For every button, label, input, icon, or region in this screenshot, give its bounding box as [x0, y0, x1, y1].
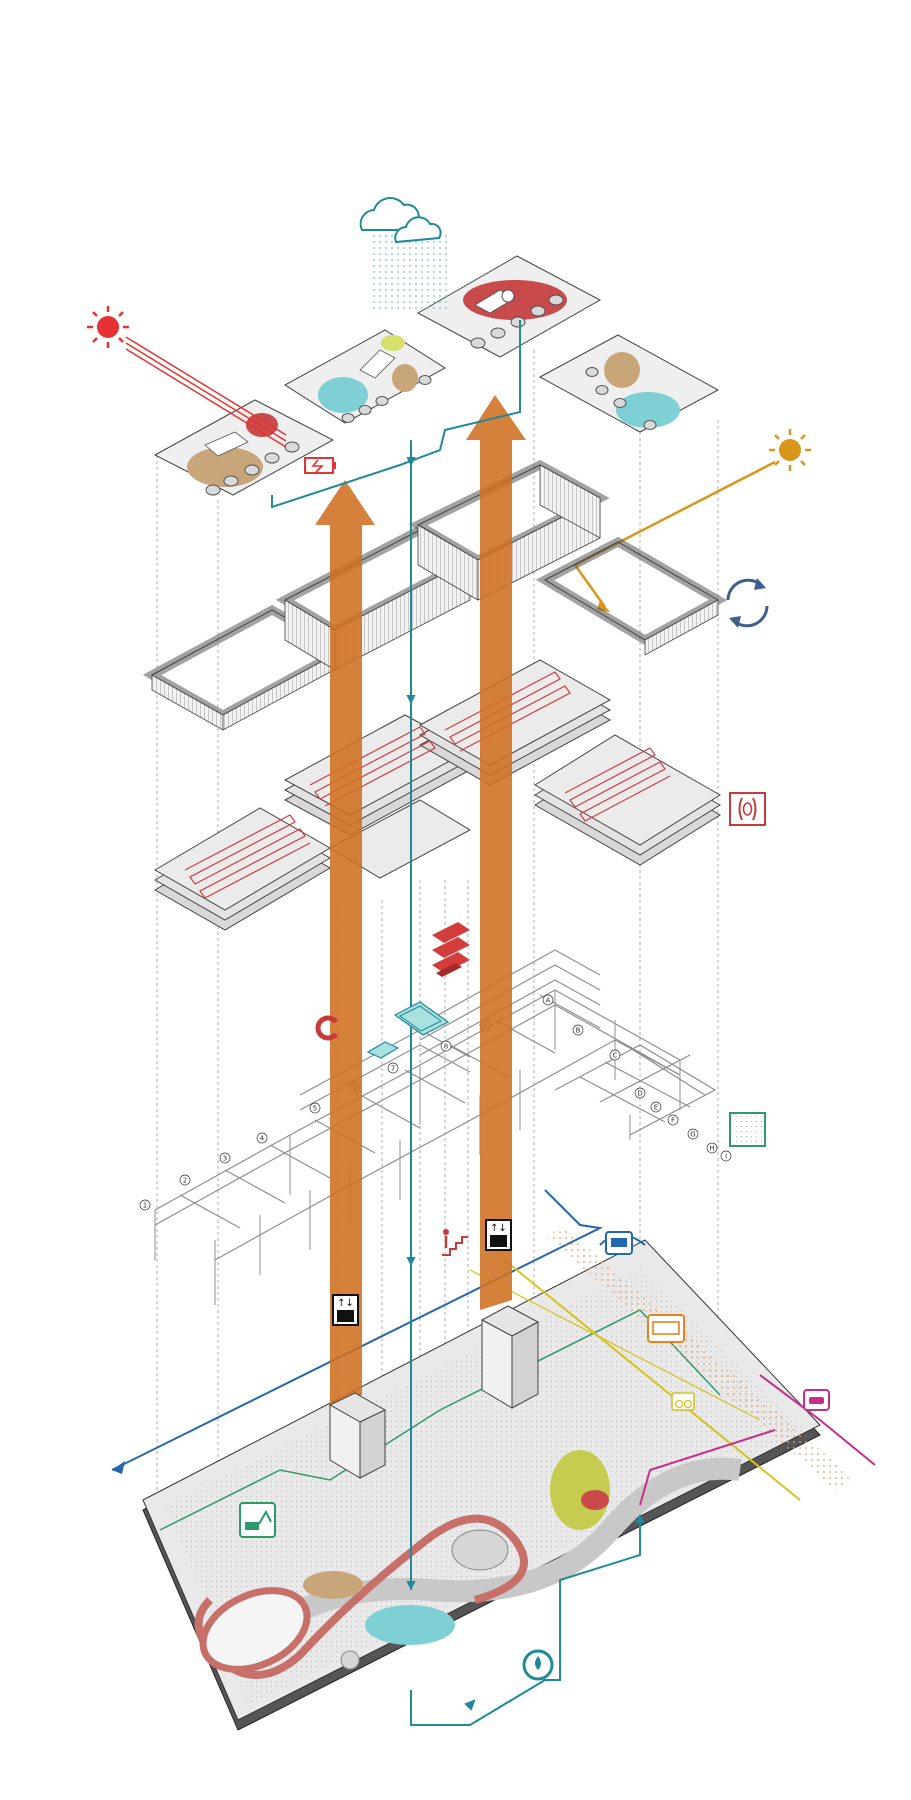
bike-icon — [671, 1392, 695, 1411]
facade-layer — [142, 459, 728, 731]
roof-plate-1 — [153, 399, 335, 496]
texture-material-icon — [729, 1112, 766, 1147]
recycle-icon — [726, 578, 769, 628]
building-core-2 — [480, 1305, 540, 1409]
grid-label-5: 5 — [309, 1102, 321, 1114]
tram-icon — [647, 1314, 685, 1343]
grid-label-text: G — [690, 1131, 695, 1139]
grid-label-f: F — [667, 1114, 679, 1126]
stair-block-icon — [432, 922, 470, 977]
roof-plate-4 — [538, 334, 720, 433]
stairs-person-icon — [442, 1229, 468, 1256]
grid-label-text: A — [546, 997, 551, 1005]
grid-label-b: B — [572, 1024, 584, 1036]
roof-gardens-layer — [153, 255, 720, 496]
floor-heating-coils — [184, 671, 671, 899]
grid-label-4: 4 — [256, 1132, 268, 1144]
grid-label-8: 8 — [440, 1040, 452, 1052]
grid-letter-labels: A B C D E F G H I — [542, 994, 732, 1162]
grid-label-1: 1 — [139, 1199, 151, 1211]
grid-label-text: 8 — [444, 1043, 448, 1051]
grid-label-text: H — [709, 1145, 714, 1153]
grid-label-text: I — [725, 1153, 727, 1161]
tram-route — [545, 1228, 855, 1490]
grid-label-text: F — [671, 1117, 675, 1125]
bus-icon — [605, 1231, 633, 1255]
grid-label-text: 2 — [183, 1177, 187, 1185]
grid-label-text: C — [613, 1052, 618, 1060]
grid-label-text: D — [637, 1090, 642, 1098]
grid-label-text: 5 — [313, 1105, 317, 1113]
grid-label-text: 1 — [143, 1202, 147, 1210]
vertical-circulation-arrows — [315, 395, 526, 1405]
pool-icon — [366, 1001, 450, 1059]
battery-icon — [304, 457, 336, 474]
floor-slabs-layer — [154, 659, 721, 931]
grid-label-h: H — [706, 1142, 718, 1154]
floor-heating-icon — [729, 792, 766, 826]
roof-plate-2 — [284, 329, 446, 424]
car-icon — [803, 1389, 830, 1411]
magnet-icon — [315, 1015, 338, 1041]
grid-label-c: C — [609, 1049, 621, 1061]
grid-label-text: 7 — [391, 1065, 395, 1073]
grid-label-i: I — [720, 1150, 732, 1162]
excavator-icon — [239, 1502, 276, 1538]
cloud-rain-icon — [359, 197, 450, 312]
grid-label-text: 3 — [223, 1155, 227, 1163]
grid-label-a: A — [542, 994, 554, 1006]
grid-label-e: E — [650, 1101, 662, 1113]
site-plan-layer — [142, 1239, 821, 1731]
grid-label-text: 4 — [260, 1135, 265, 1143]
svg-text:↑↓: ↑↓ — [337, 1298, 354, 1309]
grid-label-7: 7 — [387, 1062, 399, 1074]
grid-label-3: 3 — [219, 1152, 231, 1164]
grid-number-labels: 1 2 3 4 5 6 7 8 9 — [139, 1019, 491, 1211]
svg-text:↑↓: ↑↓ — [490, 1223, 507, 1234]
roof-plate-3 — [416, 255, 602, 358]
elevator-icon: ↑↓ — [485, 1219, 512, 1251]
water-cycle-icon — [522, 1649, 554, 1681]
grid-label-2: 2 — [179, 1174, 191, 1186]
grid-label-g: G — [687, 1128, 699, 1140]
grid-label-text: B — [576, 1027, 581, 1035]
building-core-1 — [328, 1392, 387, 1479]
car-route — [639, 1374, 876, 1506]
grid-label-d: D — [634, 1087, 646, 1099]
sun-hot-icon — [87, 306, 287, 448]
elevator-icon: ↑↓ — [332, 1294, 359, 1326]
grid-label-text: E — [654, 1104, 658, 1112]
bike-route — [469, 1257, 801, 1501]
